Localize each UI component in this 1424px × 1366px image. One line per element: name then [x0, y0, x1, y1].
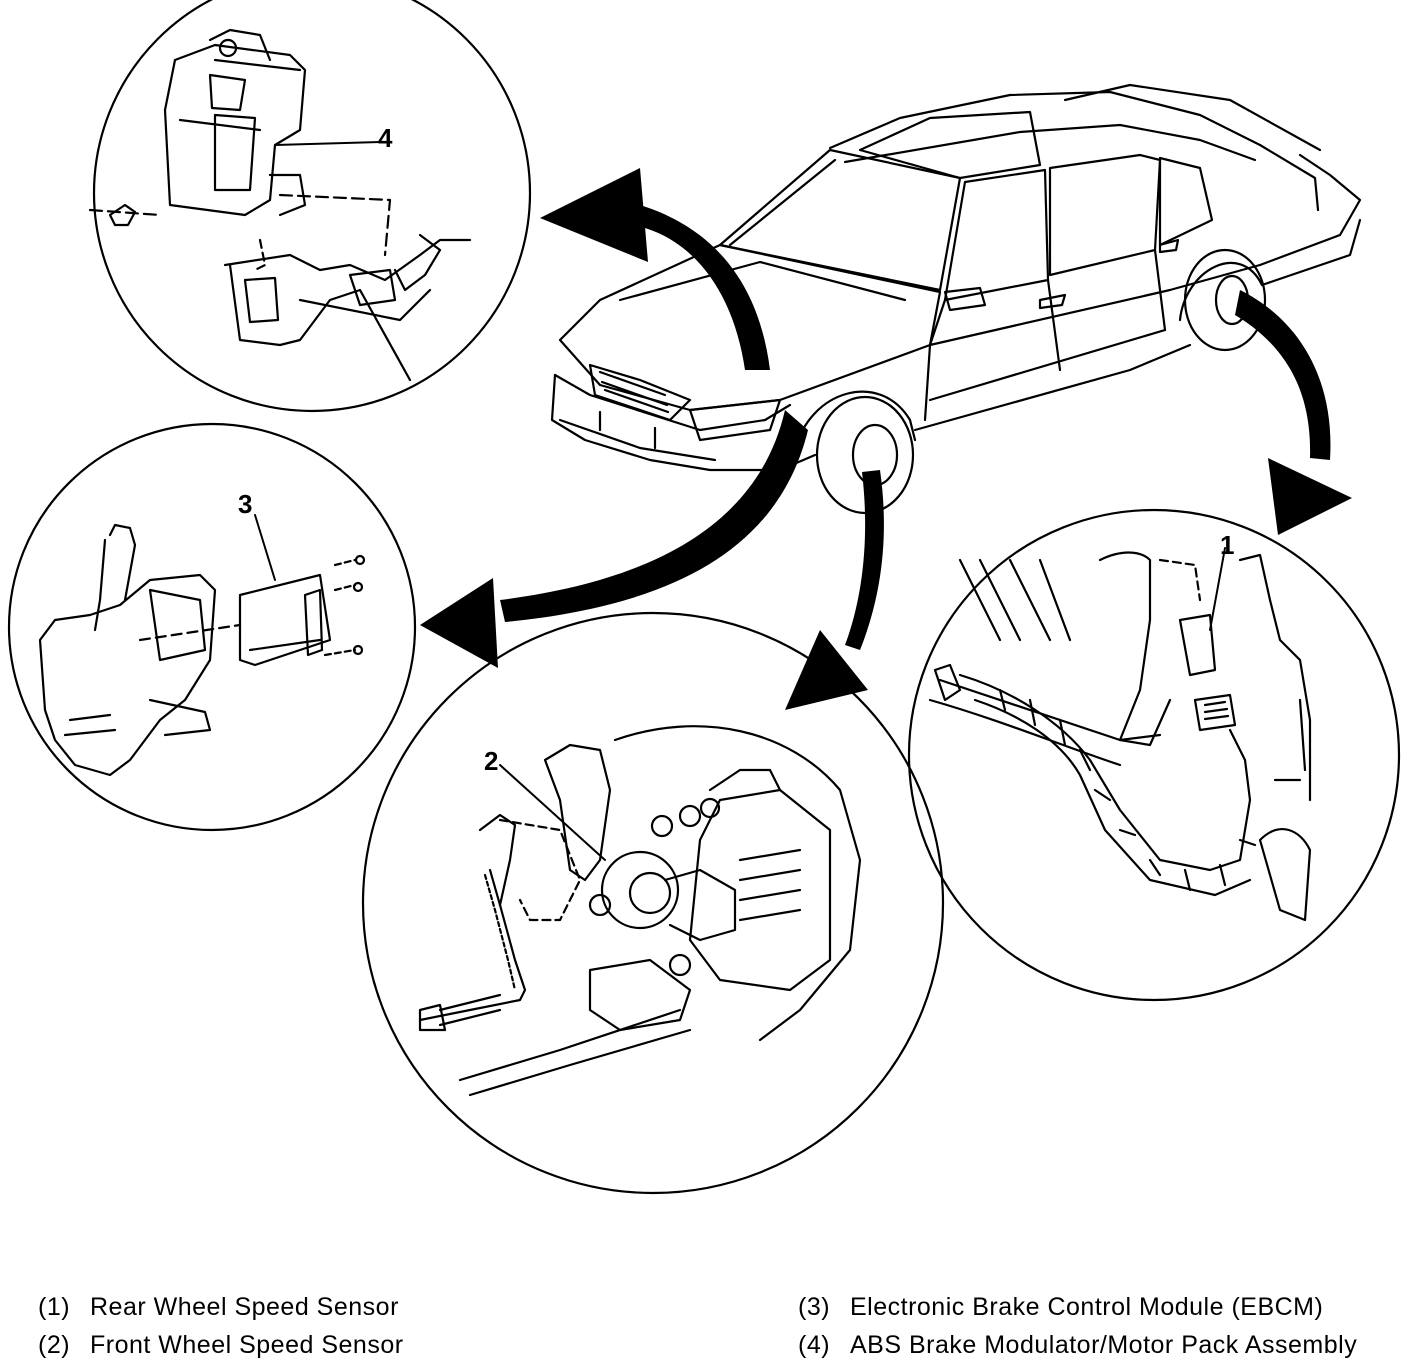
legend-label: Rear Wheel Speed Sensor [90, 1293, 399, 1321]
legend-item-4: (4) ABS Brake Modulator/Motor Pack Assem… [798, 1326, 1357, 1364]
callout-4: 4 [378, 123, 393, 153]
legend-label: ABS Brake Modulator/Motor Pack Assembly [850, 1331, 1358, 1359]
arrow-to-modulator-icon [540, 168, 770, 370]
legend-number: (3) [798, 1293, 831, 1321]
callout-2: 2 [484, 746, 499, 776]
legend-right-column: (3) Electronic Brake Control Module (EBC… [798, 1288, 1357, 1364]
vehicle-sedan-illustration [550, 83, 1362, 515]
legend-item-2: (2) Front Wheel Speed Sensor [38, 1326, 404, 1364]
legend-left-column: (1) Rear Wheel Speed Sensor (2) Front Wh… [38, 1288, 404, 1364]
legend-item-1: (1) Rear Wheel Speed Sensor [38, 1288, 404, 1326]
legend-item-3: (3) Electronic Brake Control Module (EBC… [798, 1288, 1357, 1326]
detail-circle-abs-modulator [88, 0, 532, 413]
arrow-to-rear-sensor-icon [1235, 290, 1352, 535]
legend-label: Electronic Brake Control Module (EBCM) [850, 1293, 1324, 1321]
legend-number: (4) [798, 1331, 831, 1359]
legend-label: Front Wheel Speed Sensor [90, 1331, 404, 1359]
detail-circle-rear-wheel-speed-sensor [907, 508, 1401, 1002]
detail-circle-front-wheel-speed-sensor [361, 611, 945, 1195]
arrow-to-ebcm-icon [420, 410, 808, 668]
abs-component-locator-diagram [7, 0, 1401, 1195]
detail-circle-ebcm [7, 422, 417, 832]
callout-3: 3 [238, 489, 253, 519]
legend-number: (1) [38, 1293, 71, 1321]
callout-1: 1 [1220, 530, 1235, 560]
legend-number: (2) [38, 1331, 71, 1359]
arrow-to-front-sensor-icon [785, 470, 884, 710]
